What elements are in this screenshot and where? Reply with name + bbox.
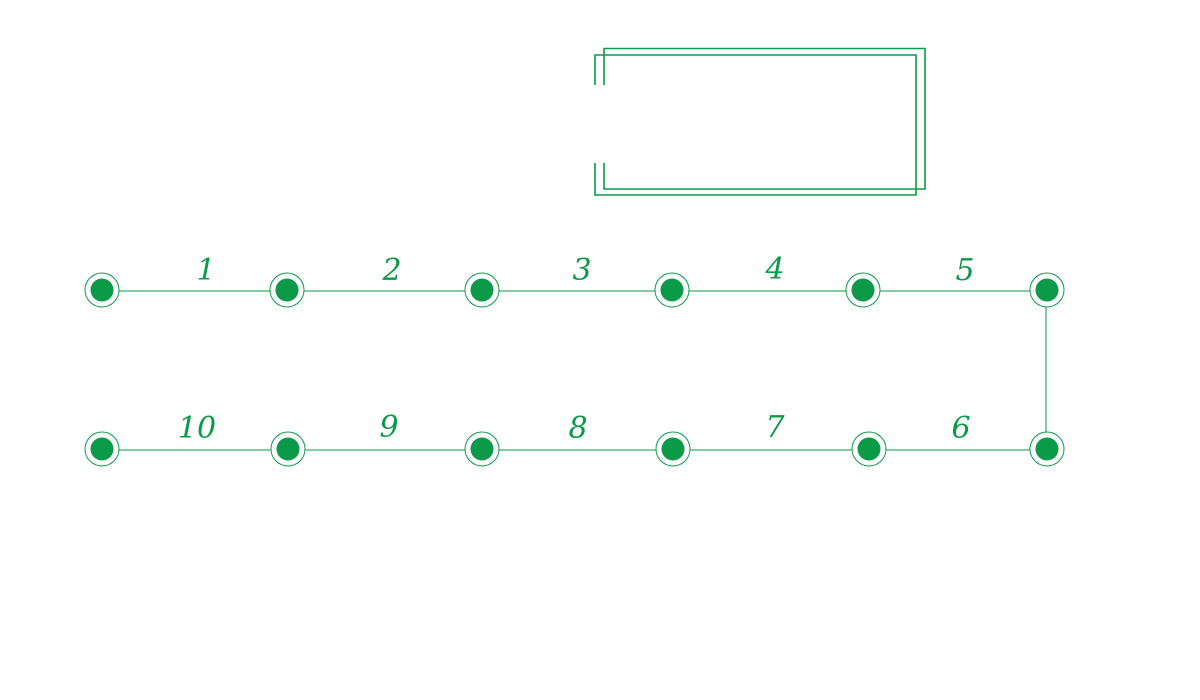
top-node-3 bbox=[464, 272, 500, 308]
top-node-6 bbox=[1029, 272, 1065, 308]
top-node-4 bbox=[654, 272, 690, 308]
step-label-10: 10 bbox=[178, 411, 216, 446]
bottom-node-5 bbox=[851, 431, 887, 467]
node-dot bbox=[470, 278, 494, 302]
bottom-node-1 bbox=[84, 431, 120, 467]
node-dot bbox=[1035, 278, 1059, 302]
bottom-node-2 bbox=[270, 431, 306, 467]
node-dot bbox=[660, 278, 684, 302]
step-label-6: 6 bbox=[951, 411, 970, 446]
frame-front-outline bbox=[594, 54, 917, 196]
node-dot bbox=[857, 437, 881, 461]
step-label-9: 9 bbox=[379, 410, 398, 445]
node-dot bbox=[275, 278, 299, 302]
bottom-node-6 bbox=[1029, 431, 1065, 467]
node-dot bbox=[470, 437, 494, 461]
step-label-7: 7 bbox=[765, 410, 785, 445]
frame-back-outline bbox=[603, 47, 926, 190]
node-dot bbox=[851, 278, 875, 302]
top-node-2 bbox=[269, 272, 305, 308]
node-dot bbox=[661, 437, 685, 461]
bottom-node-4 bbox=[655, 431, 691, 467]
node-dot bbox=[90, 278, 114, 302]
step-label-3: 3 bbox=[572, 253, 591, 288]
node-dot bbox=[90, 437, 114, 461]
decorative-frame bbox=[594, 47, 926, 196]
node-dot bbox=[1035, 437, 1059, 461]
step-labels: 1 2 3 4 5 10 9 8 7 6 bbox=[178, 252, 975, 446]
step-label-4: 4 bbox=[764, 252, 784, 287]
top-node-5 bbox=[845, 272, 881, 308]
step-label-8: 8 bbox=[568, 411, 587, 446]
connector-lines bbox=[102, 290, 1047, 451]
node-dot bbox=[276, 437, 300, 461]
step-label-2: 2 bbox=[381, 253, 401, 288]
bottom-node-3 bbox=[464, 431, 500, 467]
top-node-1 bbox=[84, 272, 120, 308]
step-label-5: 5 bbox=[955, 253, 974, 288]
timeline-nodes bbox=[84, 272, 1065, 467]
step-label-1: 1 bbox=[196, 253, 215, 288]
